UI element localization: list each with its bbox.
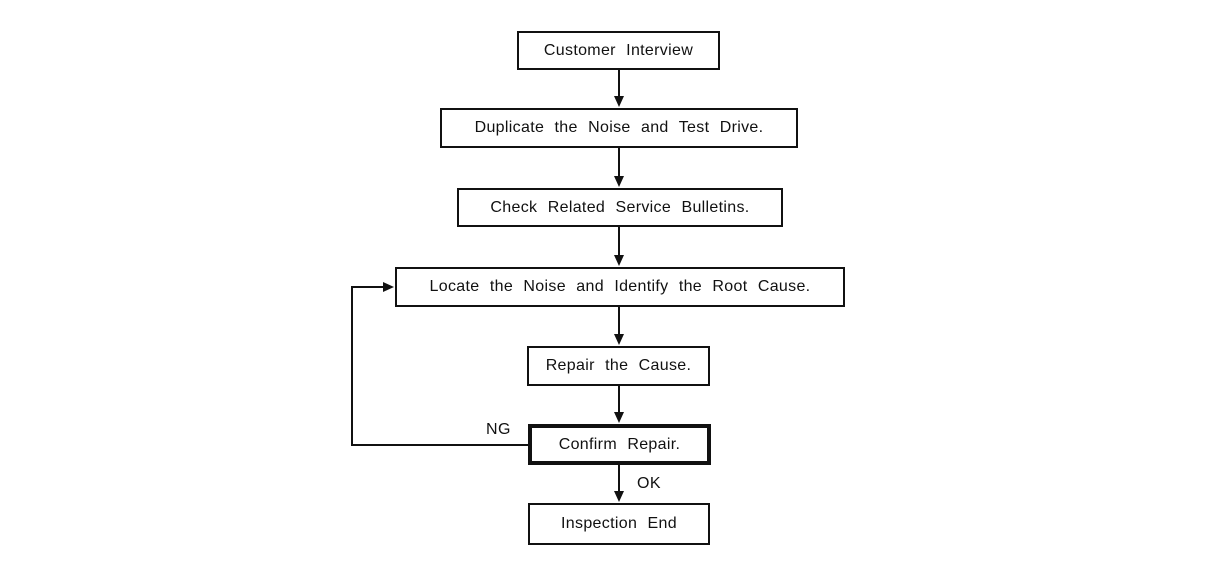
edge-ok-arrowhead: [614, 491, 624, 502]
edge-4-arrowhead: [614, 334, 624, 345]
flow-node-customer-interview: Customer Interview: [517, 31, 720, 70]
flow-node-check-bulletins: Check Related Service Bulletins.: [457, 188, 783, 227]
edge-5-arrowhead: [614, 412, 624, 423]
edge-3-arrowhead: [614, 255, 624, 266]
flow-node-inspection-end: Inspection End: [528, 503, 710, 545]
edge-1-arrowhead: [614, 96, 624, 107]
flow-node-locate-noise: Locate the Noise and Identify the Root C…: [395, 267, 845, 307]
edge-2-arrowhead: [614, 176, 624, 187]
flow-node-confirm-repair: Confirm Repair.: [528, 424, 711, 465]
edge-label-ng: NG: [486, 421, 511, 438]
flow-node-duplicate-noise: Duplicate the Noise and Test Drive.: [440, 108, 798, 148]
edge-label-ok: OK: [637, 475, 662, 492]
flow-node-repair-cause: Repair the Cause.: [527, 346, 710, 386]
edge-ng-arrowhead: [383, 282, 394, 292]
